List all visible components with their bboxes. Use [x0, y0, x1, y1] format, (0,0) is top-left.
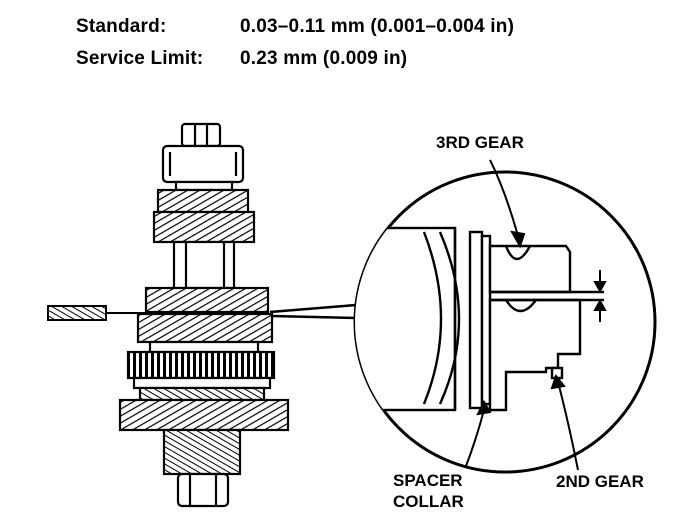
detail-third-gear: [488, 244, 604, 294]
callout-leaders: [465, 159, 579, 471]
detail-magnifier: [353, 170, 657, 474]
spacer-collar-label-line1: SPACER: [393, 471, 463, 490]
shaft-nut: [180, 122, 222, 148]
zoom-leader: [269, 303, 357, 320]
third-gear-label: 3RD GEAR: [436, 133, 524, 152]
first-gear-body: [118, 398, 290, 432]
top-gear: [152, 188, 256, 244]
detail-second-gear: [488, 298, 604, 412]
standard-value: 0.03–0.11 mm (0.001–0.004 in): [240, 16, 515, 37]
spacer-collar-label: SPACER COLLAR: [393, 470, 464, 512]
countershaft-assembly: [118, 122, 290, 508]
service-limit-value: 0.23 mm (0.009 in): [240, 48, 408, 69]
second-gear-body: [136, 312, 274, 344]
top-collar: [161, 144, 245, 192]
standard-label: Standard:: [76, 16, 167, 37]
shaft-end: [176, 472, 230, 508]
detail-spacer-collar: [468, 230, 492, 410]
shaft-pinion: [162, 428, 242, 476]
second-gear-label: 2ND GEAR: [556, 472, 644, 491]
service-limit-label: Service Limit:: [76, 48, 204, 69]
feeler-gauge: [47, 305, 146, 321]
spacer-collar-label-line2: COLLAR: [393, 492, 464, 511]
detail-housing: [355, 226, 461, 412]
shaft-section-upper: [172, 240, 236, 290]
third-gear-body: [144, 286, 270, 314]
synchro-assembly: [126, 340, 276, 402]
clearance-arrows: [593, 270, 607, 322]
